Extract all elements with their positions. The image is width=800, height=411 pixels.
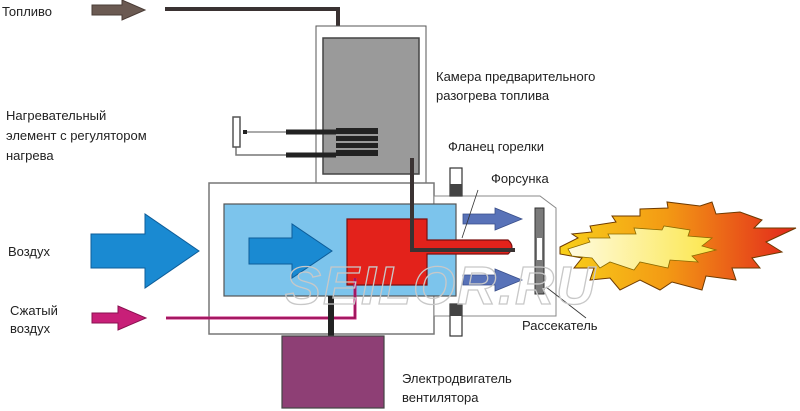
- air-arrow: [90, 213, 200, 289]
- label-compressed-air-2: воздух: [10, 321, 51, 336]
- compressed-air-arrow: [91, 305, 148, 331]
- label-fuel: Топливо: [2, 4, 53, 19]
- label-air: Воздух: [8, 244, 51, 259]
- regulator-icon: [232, 116, 241, 148]
- label-motor-2: вентилятора: [402, 390, 479, 405]
- flame-core: [567, 225, 718, 271]
- label-motor-1: Электродвигатель: [402, 371, 512, 386]
- inner-air-arrow: [248, 223, 333, 279]
- heating-coil: [336, 128, 378, 156]
- label-nozzle: Форсунка: [491, 171, 549, 186]
- fuel-pipe: [165, 7, 340, 105]
- label-heater-3: нагрева: [6, 148, 54, 163]
- label-preheat-chamber-2: разогрева топлива: [436, 88, 550, 103]
- fan-motor: [281, 335, 385, 409]
- label-heater-1: Нагревательный: [6, 108, 107, 123]
- label-flange: Фланец горелки: [448, 139, 544, 154]
- watermark: SEILOR.RU: [285, 256, 597, 316]
- secondary-air-arrow-bottom: [462, 268, 524, 292]
- label-heater-2: элемент с регулятором: [6, 128, 147, 143]
- label-preheat-chamber-1: Камера предварительного: [436, 69, 596, 84]
- label-compressed-air-1: Сжатый: [10, 303, 58, 318]
- burner-flange: [449, 167, 463, 337]
- label-diffuser: Рассекатель: [522, 318, 598, 333]
- diffuser: [534, 207, 545, 295]
- fuel-arrow: [91, 0, 147, 21]
- secondary-air-arrow-top: [462, 207, 524, 231]
